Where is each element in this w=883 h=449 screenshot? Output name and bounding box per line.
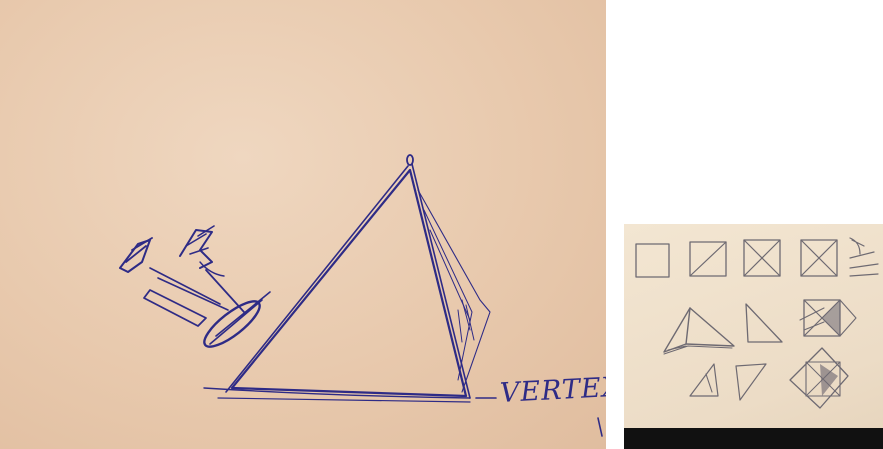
shape-row-triangles (664, 300, 856, 354)
shape-row-small (690, 348, 848, 408)
sketch-photo-main: VERTEX (0, 0, 606, 449)
label-trailing-mark (598, 418, 602, 436)
figure-scribble (120, 226, 270, 354)
vertex-label: VERTEX (499, 372, 606, 409)
shapes-sketch (624, 224, 883, 449)
triangle-drawing (204, 155, 490, 402)
photo-dark-edge (624, 428, 883, 449)
shape-row-squares (636, 238, 878, 277)
sketch-photo-side (624, 224, 883, 449)
